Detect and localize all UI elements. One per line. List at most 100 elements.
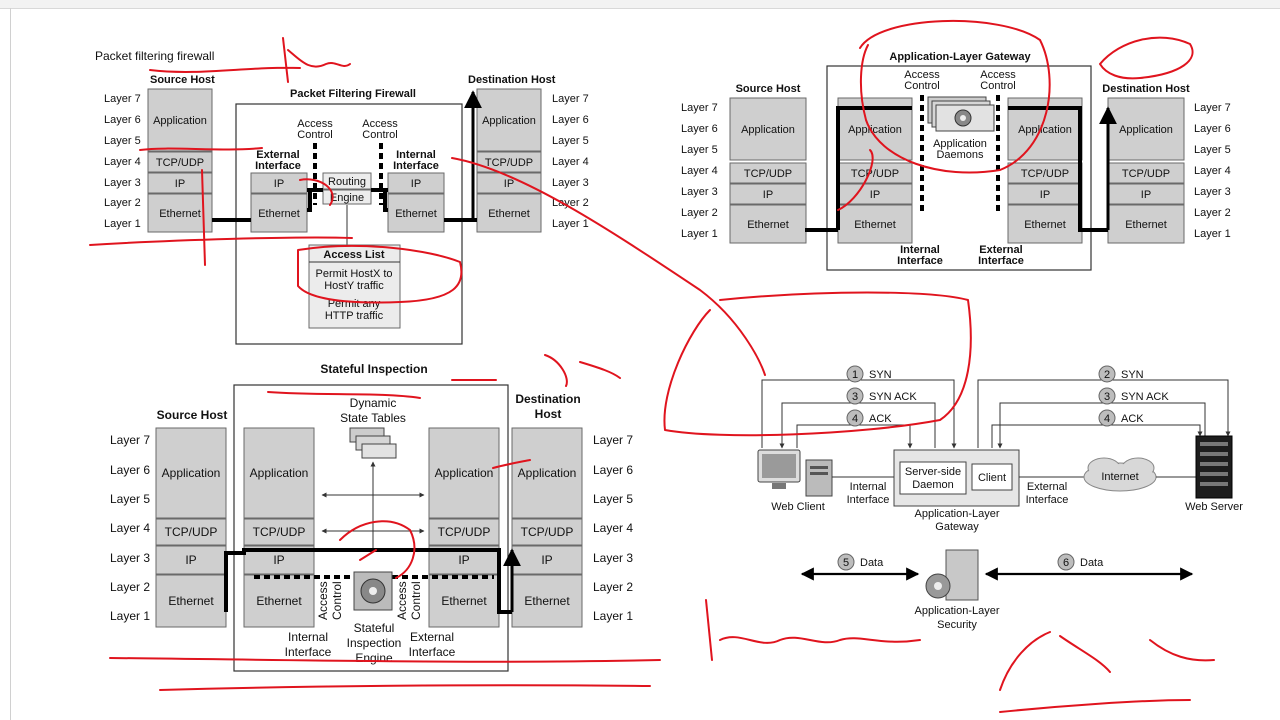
stack-ethernet: Ethernet <box>747 219 789 231</box>
alg-access-control: Access <box>980 69 1016 81</box>
si-external-interface: Interface <box>409 645 456 659</box>
layer-label: Layer 2 <box>1194 207 1231 219</box>
ink-scribble <box>149 37 351 83</box>
si-engine-label: Engine <box>355 651 393 665</box>
hs-step-left-4: 4 ACK <box>846 409 892 427</box>
ink-arrow <box>451 157 766 376</box>
web-server-icon <box>1195 435 1233 499</box>
layer-label: Layer 4 <box>552 156 589 168</box>
step-number: 3 <box>852 391 858 403</box>
stack-ip: IP <box>185 553 196 567</box>
pf-rule-line: HTTP traffic <box>325 310 384 322</box>
ink-scribble <box>89 147 353 266</box>
alg-frame <box>826 65 1092 271</box>
label-line: Interface <box>393 160 439 172</box>
step-number: 3 <box>1104 391 1110 403</box>
layer-label: Layer 3 <box>110 551 150 565</box>
stack-tcp: TCP/UDP <box>438 525 491 539</box>
client-label: Client <box>978 472 1006 484</box>
alg-internal-interface: Internal <box>900 244 940 256</box>
step-number: 6 <box>1063 557 1069 569</box>
hs-ack-left-line <box>796 424 913 449</box>
layer-label: Layer 5 <box>104 135 141 147</box>
step-label: Data <box>860 557 884 569</box>
si-engine-icon <box>353 571 393 611</box>
alg-daemons-label: Application <box>933 138 987 150</box>
pf-access-list-box <box>308 244 401 329</box>
pf-access-control-1: Access <box>297 118 333 130</box>
step-label: Data <box>1080 557 1104 569</box>
stack-ip: IP <box>763 189 773 201</box>
layer-label: Layer 1 <box>1194 228 1231 240</box>
stack-ethernet: Ethernet <box>395 208 437 220</box>
layer-label: Layer 4 <box>593 521 633 535</box>
security-server-icon <box>925 549 979 601</box>
si-state-tables-label: State Tables <box>340 411 406 425</box>
security-label: Security <box>937 619 977 631</box>
internet-cloud-icon <box>1083 457 1157 492</box>
layer-label: Layer 2 <box>593 580 633 594</box>
stack-ip: IP <box>504 178 514 190</box>
pf-packet-path <box>212 188 477 222</box>
stack-application: Application <box>153 115 207 127</box>
alg-daemons-icon <box>927 96 995 132</box>
pf-rule-line: HostY traffic <box>324 280 384 292</box>
layer-label: Layer 4 <box>1194 165 1231 177</box>
gateway-label: Application-Layer <box>915 508 1000 520</box>
hs-external-interface: Interface <box>1026 494 1069 506</box>
window-top-edge <box>0 0 1280 9</box>
hs-external-interface: External <box>1027 481 1067 493</box>
alg-access-control: Access <box>904 69 940 81</box>
layer-label: Layer 4 <box>104 156 141 168</box>
step-number: 4 <box>1104 413 1110 425</box>
alg-layer-labels-left: Layer 7 Layer 6 Layer 5 Layer 4 Layer 3 … <box>681 102 718 240</box>
data-step-6: 6 Data <box>1057 553 1104 571</box>
si-internal-interface: Interface <box>285 645 332 659</box>
si-access-control: Control <box>330 581 344 620</box>
hs-internal-interface: Internal <box>850 481 887 493</box>
alg-layer-labels-right: Layer 7 Layer 6 Layer 5 Layer 4 Layer 3 … <box>1194 102 1231 240</box>
step-label: SYN ACK <box>1121 391 1169 403</box>
stack-ip: IP <box>274 178 284 190</box>
ink-underline <box>109 657 661 691</box>
stack-ip: IP <box>870 189 880 201</box>
layer-label: Layer 5 <box>681 144 718 156</box>
pf-rule-line: Permit HostX to <box>315 268 392 280</box>
stack-ip: IP <box>273 553 284 567</box>
stack-ethernet: Ethernet <box>168 594 214 608</box>
step-label: SYN ACK <box>869 391 917 403</box>
stack-tcp: TCP/UDP <box>253 525 306 539</box>
stack-ip: IP <box>411 178 421 190</box>
si-internal-interface: Internal <box>288 630 328 644</box>
step-number: 1 <box>852 369 858 381</box>
layer-label: Layer 5 <box>593 492 633 506</box>
stack-application: Application <box>1018 124 1072 136</box>
pf-firewall-label: Packet Filtering Firewall <box>290 88 416 100</box>
stack-application: Application <box>435 466 494 480</box>
pf-internal-interface-stack: Internal Interface IP Ethernet <box>387 149 445 233</box>
layer-label: Layer 7 <box>552 93 589 105</box>
label-line: Interface <box>255 160 301 172</box>
si-title: Stateful Inspection <box>320 362 427 376</box>
layer-label: Layer 7 <box>110 433 150 447</box>
left-margin-rule <box>10 8 11 720</box>
gateway-label: Gateway <box>935 521 979 533</box>
handwritten-annotations <box>89 19 1215 713</box>
data-step-5: 5 Data <box>837 553 884 571</box>
stack-ip: IP <box>1040 189 1050 201</box>
alg-internal-interface: Interface <box>897 255 943 267</box>
alg-dest-host-label: Destination Host <box>1102 83 1190 95</box>
layer-label: Layer 1 <box>552 218 589 230</box>
step-number: 2 <box>1104 369 1110 381</box>
hs-step-left-1: 1 SYN <box>846 365 892 383</box>
ink-circle <box>297 244 463 304</box>
server-daemon-label: Server-side <box>905 466 961 478</box>
stateful-panel: Stateful Inspection Source Host Destinat… <box>110 362 633 672</box>
stack-tcp: TCP/UDP <box>744 168 792 180</box>
layer-label: Layer 5 <box>110 492 150 506</box>
handshake-panel: 1 SYN 3 SYN ACK 4 ACK 2 SYN 3 SYN AC <box>757 365 1243 631</box>
